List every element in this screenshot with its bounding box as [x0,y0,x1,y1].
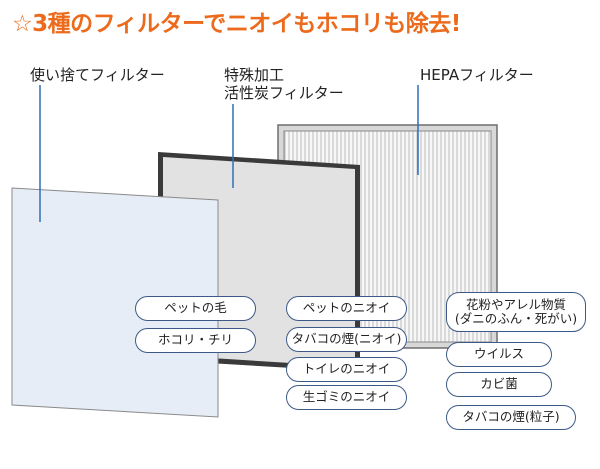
carbon-item: ペットのニオイ [286,296,407,321]
hepa-item: 花粉やアレル物質 (ダニのふん・死がい) [446,292,586,332]
hepa-item: タバコの煙(粒子) [446,405,576,430]
hepa-item-line2: (ダニのふん・死がい) [454,311,578,326]
carbon-filter-label-line1: 特殊加工 [224,66,285,84]
hepa-filter-label: HEPAフィルター [420,66,534,84]
hepa-item: ウイルス [446,342,552,367]
disposable-item: ペットの毛 [135,296,256,321]
carbon-item: 生ゴミのニオイ [286,385,407,410]
page-title: ☆3種のフィルターでニオイもホコリも除去! [12,11,461,37]
carbon-filter-label-line2: 活性炭フィルター [224,84,344,102]
disposable-item: ホコリ・チリ [135,328,256,353]
carbon-item: タバコの煙(ニオイ) [286,327,407,352]
hepa-item-line1: 花粉やアレル物質 [465,296,566,312]
carbon-item: トイレのニオイ [286,357,407,382]
carbon-filter-label: 特殊加工 活性炭フィルター [224,66,344,102]
disposable-filter-label: 使い捨てフィルター [30,66,165,84]
hepa-item: カビ菌 [446,372,552,397]
disposable-filter-panel [11,187,219,418]
